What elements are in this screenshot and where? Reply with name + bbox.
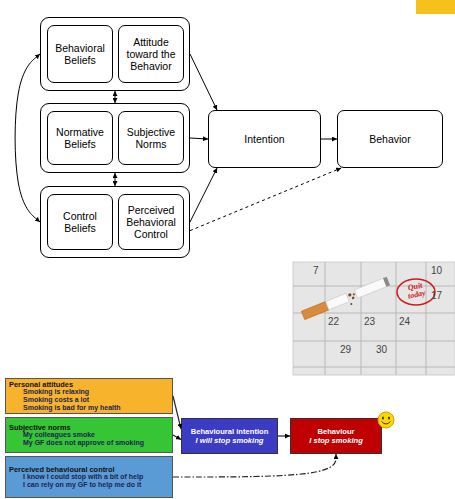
calendar-day: 29 — [340, 344, 351, 355]
box-text: I will stop smoking — [196, 436, 264, 445]
calendar-grid — [293, 262, 455, 375]
cigarette-piece — [354, 278, 387, 298]
calendar-day: 17 — [431, 290, 442, 301]
edge-group — [15, 54, 341, 477]
calendar-day: 22 — [328, 316, 339, 327]
box-heading: Subjective norms — [9, 424, 169, 432]
box-heading: Attitude toward the Behavior — [121, 36, 181, 72]
construct-box: Attitude toward the Behavior — [118, 25, 184, 83]
calendar-day: 24 — [399, 316, 410, 327]
influence-arrow — [15, 54, 40, 222]
box-text: I can rely on my GF to help me do it — [9, 481, 147, 489]
box-heading: Behaviour — [317, 427, 354, 436]
factor-box: Subjective normsMy colleagues smokeMy GF… — [5, 417, 173, 453]
box-text: Smoking is relaxing — [9, 388, 147, 396]
factor-box: Personal attitudesSmoking is relaxingSmo… — [5, 378, 173, 414]
broken-cigarette — [301, 277, 391, 324]
construct-group: Control Beliefs Perceived Behavioral Cont… — [40, 186, 190, 258]
construct-box: Subjective Norms — [118, 111, 184, 165]
influence-arrow — [173, 435, 181, 440]
construct-box: Control Beliefs — [47, 194, 113, 250]
box-text: My colleagues smoke — [9, 431, 147, 439]
construct-box: Behavioral Beliefs — [47, 25, 113, 83]
calendar-sheet — [293, 262, 455, 375]
cigarette-piece — [326, 293, 350, 310]
smiley-head — [378, 412, 394, 428]
factor-box: Perceived behavioural controlI know I co… — [5, 456, 173, 498]
influence-arrow — [173, 396, 181, 429]
box-text: I stop smoking — [309, 436, 363, 445]
box-text: I know I could stop with a bit of help — [9, 473, 147, 481]
box-text: My GF does not approve of smoking — [9, 439, 147, 447]
calendar-day: 23 — [364, 316, 375, 327]
control-arrow — [173, 454, 336, 477]
box-heading: Behavior — [369, 133, 410, 145]
outcome-box: Behavior — [337, 110, 443, 168]
tobacco-bit — [348, 293, 352, 297]
box-heading: Normative Beliefs — [50, 126, 110, 150]
influence-arrow — [115, 91, 116, 103]
box-heading: Control Beliefs — [50, 210, 110, 234]
construct-box: Normative Beliefs — [47, 111, 113, 165]
box-text: Smoking costs a lot — [9, 396, 147, 404]
box-heading: Intention — [244, 133, 284, 145]
tobacco-bit — [350, 303, 353, 306]
tobacco-bit — [352, 293, 355, 296]
smiley-eye — [382, 416, 384, 419]
influence-arrow — [115, 173, 116, 186]
control-arrow — [190, 168, 341, 231]
construct-group: Behavioral Beliefs Attitude toward the Be… — [40, 17, 190, 91]
handwritten-note: Quit today — [401, 280, 432, 301]
calendar-day: 7 — [313, 265, 319, 276]
red-circle — [397, 279, 435, 305]
box-heading: Perceived Behavioral Control — [121, 204, 181, 240]
stage-box: Behavioural intentionI will stop smoking — [181, 418, 278, 454]
construct-box: Perceived Behavioral Control — [118, 194, 184, 250]
smiley-eye — [388, 416, 390, 419]
influence-arrow — [190, 168, 217, 222]
outcome-box: Intention — [208, 110, 321, 168]
influence-arrow — [321, 139, 337, 140]
box-heading: Behavioral Beliefs — [50, 42, 110, 66]
tobacco-bit — [351, 296, 354, 299]
box-heading: Personal attitudes — [9, 381, 169, 389]
corner-tab — [416, 0, 455, 14]
cigarette-ash — [383, 277, 390, 287]
influence-arrow — [190, 138, 208, 139]
box-heading: Subjective Norms — [121, 126, 181, 150]
calendar-day: 30 — [376, 344, 387, 355]
box-heading: Behavioural intention — [191, 427, 269, 436]
calendar-photo — [293, 262, 455, 375]
influence-arrow — [278, 435, 290, 436]
box-text: Smoking is bad for my health — [9, 404, 147, 412]
cigarette-filter — [301, 302, 328, 320]
influence-arrow — [190, 54, 217, 110]
calendar-day: 10 — [431, 265, 442, 276]
stage-box: BehaviourI stop smoking — [290, 418, 382, 454]
smiley-mouth — [382, 422, 391, 425]
construct-group: Normative Beliefs Subjective Norms — [40, 103, 190, 173]
smiley-face — [378, 412, 394, 428]
box-heading: Perceived behavioural control — [9, 466, 169, 474]
